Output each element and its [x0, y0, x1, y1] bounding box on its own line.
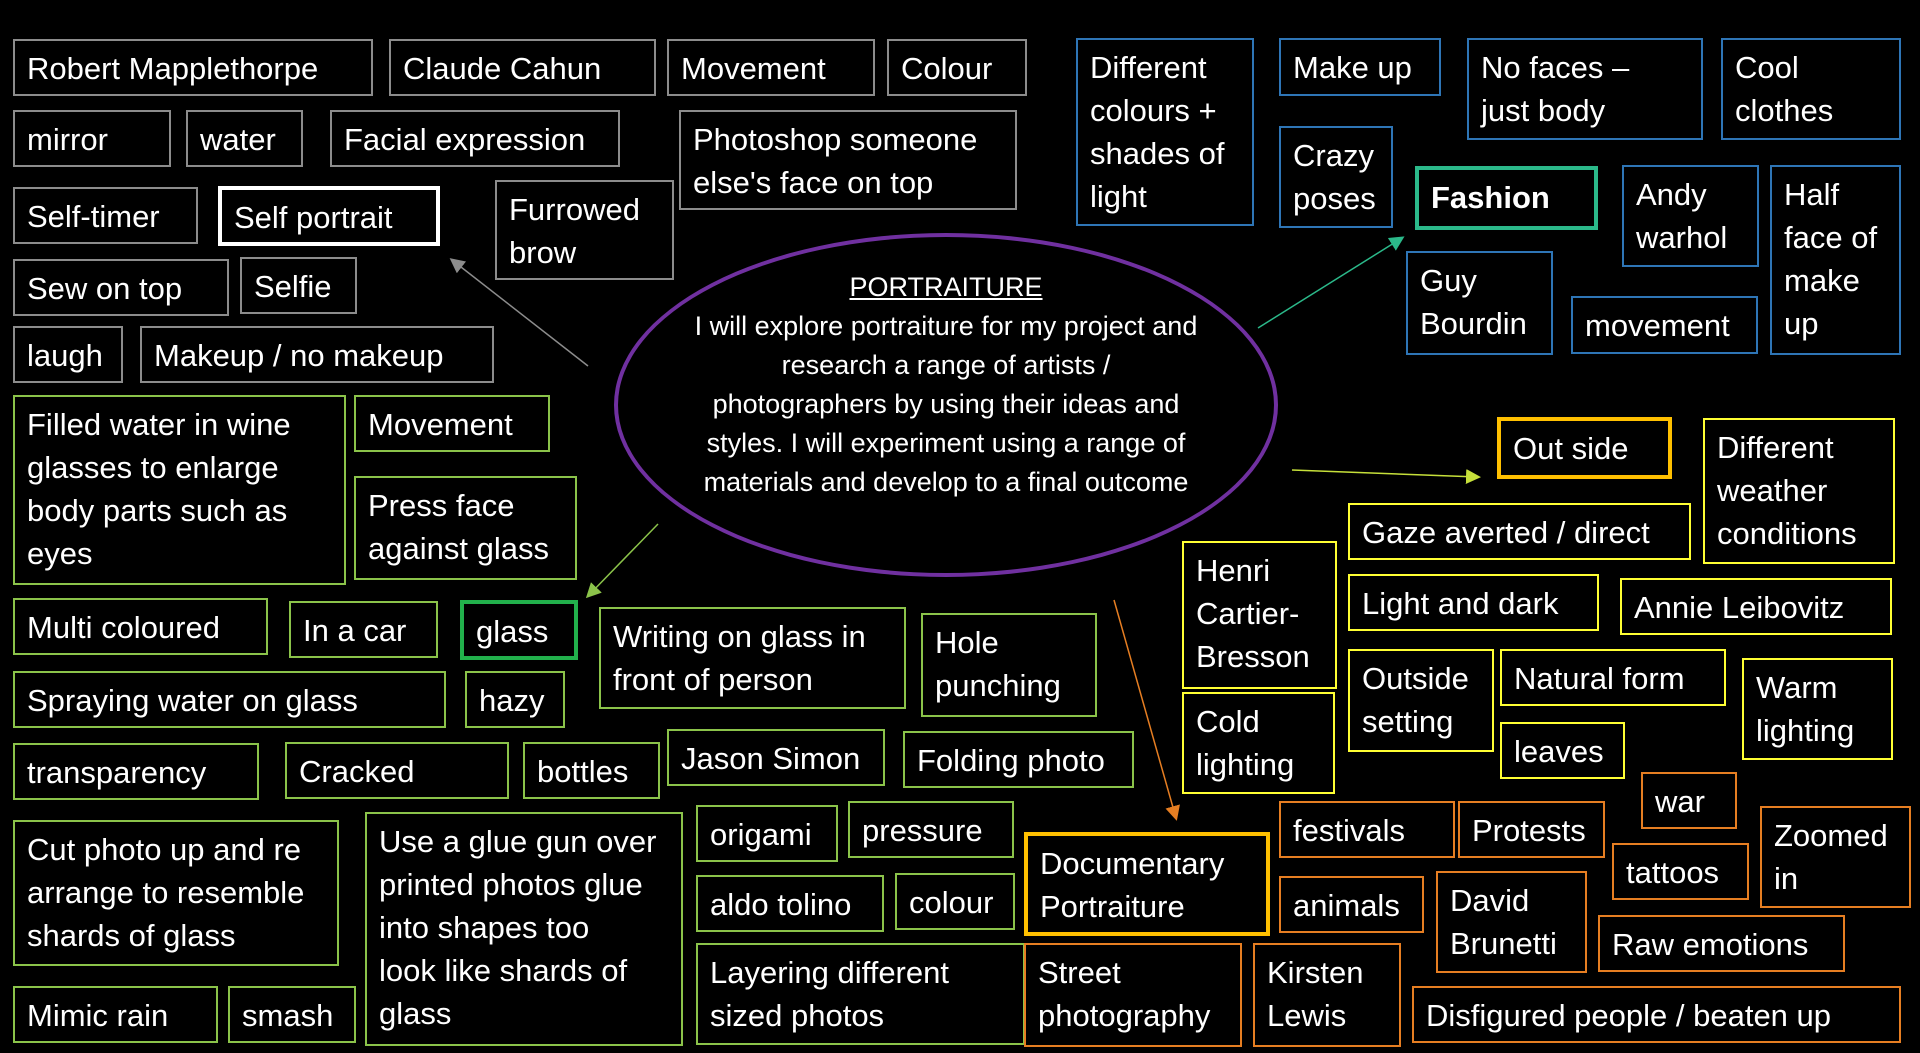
node-aldo-tolino: aldo tolino: [696, 875, 884, 932]
node-facial-expression: Facial expression: [330, 110, 620, 167]
arrow-to-out-side: [1291, 469, 1481, 485]
node-david-brunetti: David Brunetti: [1436, 871, 1587, 973]
node-annie-leibovitz: Annie Leibovitz: [1620, 578, 1892, 635]
node-guy-bourdin: Guy Bourdin: [1406, 251, 1553, 355]
node-hazy: hazy: [465, 671, 565, 728]
node-henri-cartier: Henri Cartier- Bresson: [1182, 541, 1337, 689]
arrow-to-self-portrait: [449, 258, 589, 367]
node-hole-punching: Hole punching: [921, 613, 1097, 717]
node-cracked-glass: Cracked glass: [285, 742, 509, 799]
node-disfigured: Disfigured people / beaten up: [1412, 986, 1901, 1043]
node-furrowed-brow: Furrowed brow: [495, 180, 674, 280]
node-movement: Movement: [667, 39, 875, 96]
node-out-side: Out side: [1497, 417, 1672, 479]
node-folding-photo: Folding photo: [903, 731, 1134, 788]
node-press-face: Press face against glass: [354, 476, 577, 580]
node-laugh: laugh: [13, 326, 123, 383]
node-andy-warhol: Andy warhol: [1622, 165, 1759, 267]
node-documentary: Documentary Portraiture: [1024, 832, 1270, 936]
node-self-portrait: Self portrait: [218, 186, 440, 246]
arrow-to-glass: [585, 523, 659, 599]
node-festivals: festivals: [1279, 801, 1455, 858]
node-selfie: Selfie: [240, 257, 357, 314]
node-natural-form: Natural form: [1500, 649, 1726, 706]
node-in-a-car: In a car: [289, 601, 438, 658]
node-tattoos: tattoos: [1612, 843, 1749, 900]
node-colour-glass: colour: [895, 873, 1015, 930]
node-glue-gun: Use a glue gun over printed photos glue …: [365, 812, 683, 1046]
node-no-faces: No faces – just body: [1467, 38, 1703, 140]
node-origami: origami: [696, 805, 838, 862]
node-layering: Layering different sized photos: [696, 943, 1025, 1045]
node-half-face: Half face of make up: [1770, 165, 1901, 355]
node-raw-emotions: Raw emotions: [1598, 915, 1845, 972]
node-makeup-no-makeup: Makeup / no makeup: [140, 326, 494, 383]
node-animals: animals: [1279, 876, 1424, 933]
node-movement-fashion: movement: [1571, 296, 1758, 354]
node-crazy-poses: Crazy poses: [1279, 126, 1393, 228]
node-cold-lighting: Cold lighting: [1182, 692, 1335, 794]
node-robert-mapplethorpe: Robert Mapplethorpe: [13, 39, 373, 96]
center-title: PORTRAITURE: [849, 272, 1043, 302]
node-transparency: transparency: [13, 743, 259, 800]
arrow-to-documentary: [1113, 599, 1180, 821]
node-movement-glass: Movement: [354, 395, 550, 452]
node-light-and-dark: Light and dark: [1348, 574, 1599, 631]
node-make-up: Make up: [1279, 38, 1441, 96]
node-outside-setting: Outside setting: [1348, 649, 1494, 752]
node-claude-cahun: Claude Cahun: [389, 39, 656, 96]
node-mimic-rain: Mimic rain: [13, 986, 218, 1043]
node-protests: Protests: [1458, 801, 1605, 858]
node-gaze-averted: Gaze averted / direct: [1348, 503, 1691, 560]
node-photoshop-face: Photoshop someone else's face on top: [679, 110, 1017, 210]
arrow-to-fashion: [1257, 236, 1405, 329]
node-jason-simon: Jason Simon: [667, 729, 885, 786]
node-zoomed-in: Zoomed in: [1760, 806, 1911, 908]
node-filled-water: Filled water in wine glasses to enlarge …: [13, 395, 346, 585]
node-cut-photo: Cut photo up and re arrange to resemble …: [13, 820, 339, 966]
node-smash: smash: [228, 986, 356, 1043]
node-pressure: pressure: [848, 801, 1014, 858]
node-bottles: bottles: [523, 742, 660, 799]
node-multi-coloured: Multi coloured: [13, 598, 268, 655]
center-description: I will explore portraiture for my projec…: [694, 311, 1198, 497]
node-water: water: [186, 110, 303, 167]
center-ellipse: [614, 233, 1278, 577]
node-leaves: leaves: [1500, 722, 1625, 779]
node-war: war: [1641, 772, 1737, 829]
node-mirror: mirror: [13, 110, 171, 167]
node-different-weather: Different weather conditions: [1703, 418, 1895, 564]
node-kirsten-lewis: Kirsten Lewis: [1253, 943, 1401, 1047]
node-writing-on-glass: Writing on glass in front of person: [599, 607, 906, 709]
node-fashion: Fashion: [1415, 166, 1598, 230]
node-spraying-water: Spraying water on glass: [13, 671, 446, 728]
node-cool-clothes: Cool clothes: [1721, 38, 1901, 140]
node-colour: Colour: [887, 39, 1027, 96]
center-node: PORTRAITURE I will explore portraiture f…: [694, 268, 1198, 502]
node-self-timer: Self-timer: [13, 187, 198, 244]
node-warm-lighting: Warm lighting: [1742, 658, 1893, 760]
node-glass: glass: [460, 600, 578, 660]
node-different-colours: Different colours + shades of light: [1076, 38, 1254, 226]
node-sew-on-top: Sew on top: [13, 259, 229, 316]
node-street-photography: Street photography: [1024, 943, 1242, 1047]
